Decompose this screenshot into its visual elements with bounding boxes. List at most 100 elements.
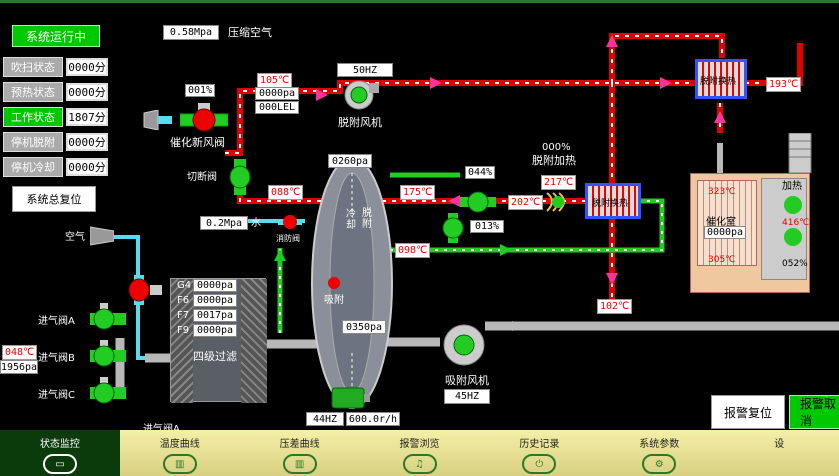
catalytic-heater bbox=[761, 178, 807, 280]
state-button[interactable]: 停机冷却 bbox=[3, 157, 63, 177]
desorb-heater-icon[interactable] bbox=[545, 189, 571, 215]
nav-label: 系统参数 bbox=[639, 439, 680, 450]
nav-label: 温度曲线 bbox=[159, 439, 200, 450]
bell-icon: ♫ bbox=[402, 454, 437, 474]
inlet-lel-readout: 000LEL bbox=[255, 101, 299, 114]
system-reset-button[interactable]: 系统总复位 bbox=[12, 186, 96, 212]
fresh-air-valve-icon[interactable] bbox=[180, 103, 228, 137]
filter-stage-pressure: 0000pa bbox=[193, 324, 237, 337]
wheel-drive-freq: 44HZ bbox=[306, 412, 344, 426]
filter-stage-pressure: 0000pa bbox=[193, 279, 237, 292]
nav-label: 报警浏览 bbox=[399, 439, 440, 450]
cooling-valve-percent: 013% bbox=[470, 220, 504, 233]
filter-stage-pressure: 0000pa bbox=[193, 294, 237, 307]
air-filter-icon bbox=[90, 226, 114, 246]
top-heat-exchanger: 脱附换热 bbox=[695, 59, 747, 99]
cooling-line-temp: 098℃ bbox=[395, 243, 431, 258]
cooling-valve-icon[interactable] bbox=[440, 213, 466, 243]
compressed-air-pressure: 0.58Mpa bbox=[163, 25, 219, 40]
clean-air-pipe bbox=[277, 172, 665, 333]
state-timer-value: 0000分 bbox=[66, 133, 108, 151]
desorb-valve-icon[interactable] bbox=[460, 189, 496, 215]
nav-item[interactable]: 设 bbox=[719, 430, 839, 476]
wheel-desorb-temp: 175℃ bbox=[400, 185, 436, 200]
catalytic-pressure: 0000pa bbox=[704, 226, 746, 239]
desorb-heater-temp: 217℃ bbox=[541, 175, 577, 190]
adsorb-fan-freq: 45HZ bbox=[444, 389, 490, 404]
inlet-valve-label: 进气阀C bbox=[38, 390, 75, 401]
air-inlet-valve-icon[interactable] bbox=[128, 275, 164, 305]
wheel-drive-speed: 600.0r/h bbox=[346, 412, 400, 426]
nav-item[interactable]: 系统参数 ⚙ bbox=[599, 430, 719, 476]
state-button[interactable]: 预热状态 bbox=[3, 82, 63, 102]
flow-arrows bbox=[274, 35, 726, 331]
nav-item[interactable]: 压差曲线 ▥ bbox=[240, 430, 360, 476]
alarm-cancel-button[interactable]: 报警取消 bbox=[789, 395, 839, 429]
wheel-pressure-bottom: 0350pa bbox=[342, 320, 386, 334]
catalytic-temp-bottom: 305℃ bbox=[708, 255, 736, 265]
nav-item[interactable]: 温度曲线 ▥ bbox=[120, 430, 240, 476]
fire-valve-icon[interactable] bbox=[278, 213, 302, 231]
catalytic-return-temp: 102℃ bbox=[597, 299, 633, 314]
nav-item[interactable]: 报警浏览 ♫ bbox=[360, 430, 480, 476]
inlet-valve-label: 进气阀B bbox=[38, 353, 75, 364]
monitor-icon: ▭ bbox=[42, 454, 77, 474]
state-timer-value: 1807分 bbox=[66, 108, 108, 126]
heater-percent: 052% bbox=[782, 259, 808, 269]
system-status-indicator: 系统运行中 bbox=[12, 25, 100, 47]
water-label: 水 bbox=[251, 218, 261, 229]
state-timer-value: 0000分 bbox=[66, 83, 108, 101]
nav-item[interactable]: 历史记录 ⏻ bbox=[479, 430, 599, 476]
fresh-valve-label: 催化新风阀 bbox=[170, 136, 225, 149]
inlet-valve-icon[interactable] bbox=[90, 377, 126, 407]
filter-stage-name: F6 bbox=[177, 295, 190, 306]
chart-icon: ▥ bbox=[162, 454, 197, 474]
filter-stage-name: F7 bbox=[177, 310, 190, 321]
wheel-desorb-label: 脱附 bbox=[362, 208, 372, 230]
main-duct bbox=[115, 133, 839, 398]
nav-item[interactable]: 状态监控 ▭ bbox=[0, 430, 120, 476]
nav-label: 历史记录 bbox=[519, 439, 560, 450]
mid-heat-exchanger: 脱附换热 bbox=[585, 183, 641, 219]
wheel-inlet-temp: 088℃ bbox=[268, 185, 304, 200]
bottom-nav-bar: 状态监控 ▭ 温度曲线 ▥ 压差曲线 ▥ 报警浏览 ♫ 历史记录 ⏻ 系统参数 ⚙ 设 bbox=[0, 430, 839, 476]
heater-label: 加热 bbox=[782, 181, 802, 192]
nav-label: 状态监控 bbox=[39, 439, 80, 450]
exhaust-temp-readout: 193℃ bbox=[766, 77, 802, 92]
filter-label: 四级过滤 bbox=[193, 350, 237, 363]
desorb-fan-icon[interactable] bbox=[343, 79, 379, 111]
heater-temp: 416℃ bbox=[782, 218, 810, 228]
rotor-wheel bbox=[311, 157, 393, 409]
state-timer-value: 0000分 bbox=[66, 58, 108, 76]
wheel-adsorb-label: 吸附 bbox=[324, 295, 344, 306]
cut-valve-label: 切断阀 bbox=[187, 172, 217, 183]
exchanger-outlet-temp: 202℃ bbox=[508, 195, 544, 210]
adsorb-fan-label: 吸附风机 bbox=[445, 374, 489, 387]
desorb-fan-label: 脱附风机 bbox=[338, 116, 382, 129]
settings-icon: ⚙ bbox=[642, 454, 677, 474]
wheel-drive-motor-icon[interactable] bbox=[330, 385, 370, 411]
fresh-air-inlet-icon bbox=[143, 110, 172, 130]
inlet-valve-label: 进气阀A bbox=[38, 316, 75, 327]
heater-element-icon[interactable] bbox=[778, 193, 808, 253]
adsorb-fan-icon[interactable] bbox=[440, 321, 490, 369]
state-button[interactable]: 停机脱附 bbox=[3, 132, 63, 152]
state-button[interactable]: 工作状态 bbox=[3, 107, 63, 127]
compressed-air-label: 压缩空气 bbox=[228, 26, 272, 39]
inlet-valve-icon[interactable] bbox=[90, 303, 126, 333]
inlet-valve-label: 进气阀A bbox=[143, 423, 180, 436]
fresh-valve-percent: 001% bbox=[185, 84, 215, 97]
inlet-valve-icon[interactable] bbox=[90, 340, 126, 370]
wheel-cool-label: 冷却 bbox=[346, 209, 356, 231]
power-icon: ⏻ bbox=[522, 454, 557, 474]
inlet-pressure-readout-left: 1956pa bbox=[0, 360, 38, 374]
desorb-valve-percent: 044% bbox=[465, 166, 495, 179]
nav-label: 压差曲线 bbox=[279, 439, 320, 450]
chart-icon: ▥ bbox=[282, 454, 317, 474]
state-button[interactable]: 吹扫状态 bbox=[3, 57, 63, 77]
alarm-reset-button[interactable]: 报警复位 bbox=[711, 395, 785, 429]
fire-valve-label: 消防阀 bbox=[276, 234, 300, 243]
nav-label: 设 bbox=[774, 439, 785, 450]
cut-valve-icon[interactable] bbox=[228, 159, 252, 195]
filter-stage-name: F9 bbox=[177, 325, 190, 336]
